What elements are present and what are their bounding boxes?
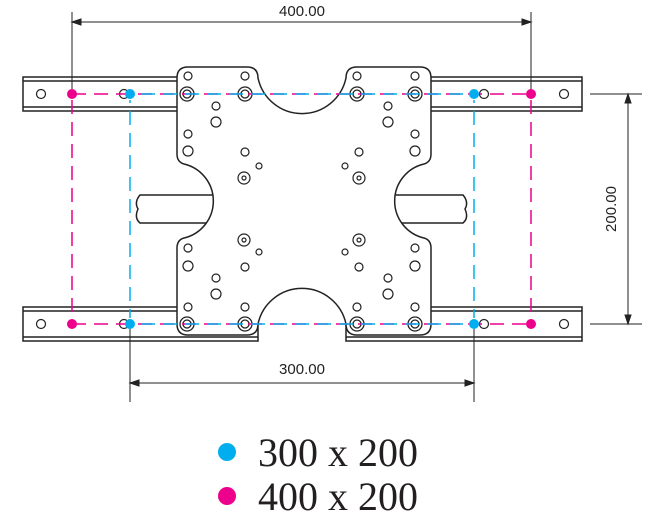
dimension-400: 400.00	[279, 3, 325, 20]
left-pipe	[135, 194, 213, 224]
300x200-points	[125, 89, 479, 329]
mounting-plate	[176, 66, 432, 336]
dimension-300: 300.00	[279, 361, 325, 378]
legend-label: 400 x 200	[258, 473, 418, 519]
dimension-200: 200.00	[603, 186, 620, 232]
magenta-dot-icon	[218, 487, 236, 505]
400x200-points	[67, 89, 536, 329]
legend-item-400x200: 400 x 200	[218, 473, 418, 519]
legend-label: 300 x 200	[258, 429, 418, 475]
cyan-dot-icon	[218, 443, 236, 461]
legend-item-300x200: 300 x 200	[218, 429, 418, 475]
300x200-pattern-lines	[129, 93, 475, 325]
right-pipe	[390, 194, 468, 224]
